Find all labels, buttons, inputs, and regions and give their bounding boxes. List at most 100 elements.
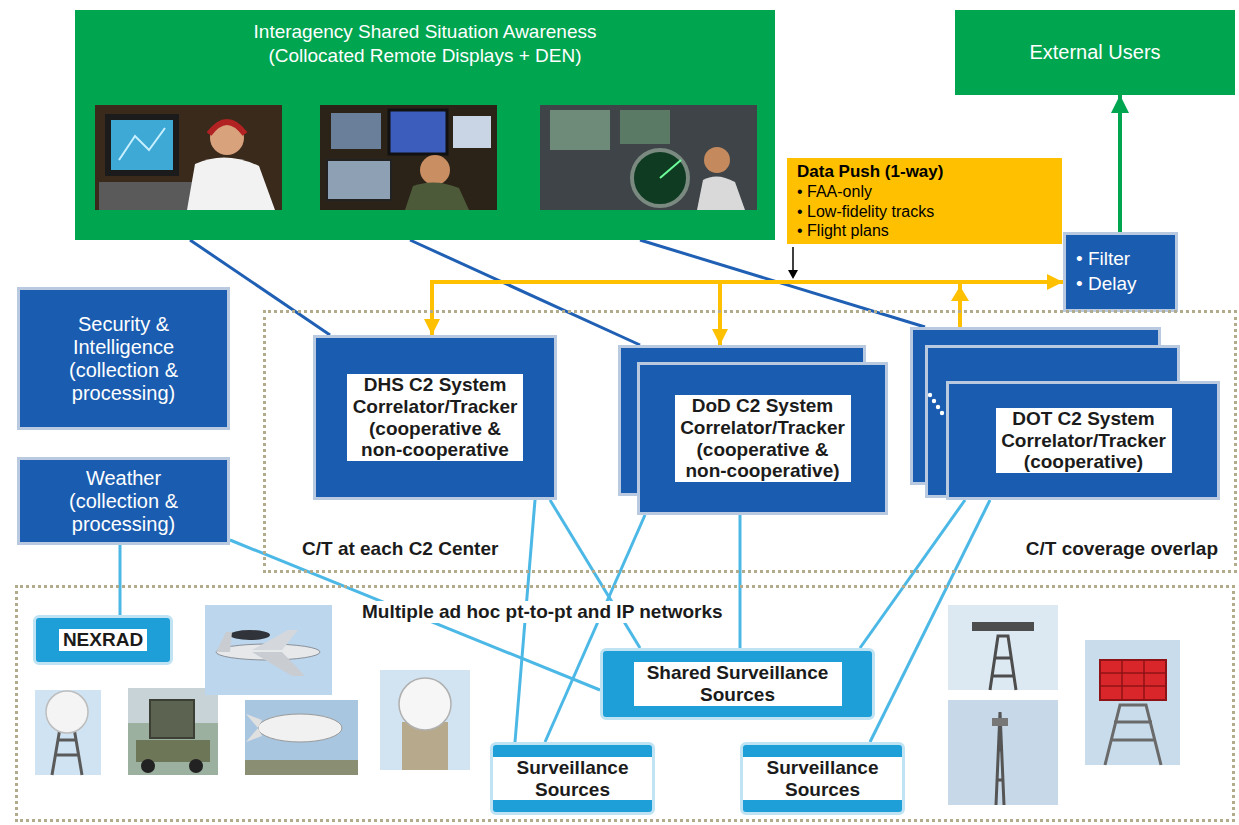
photo-ground	[320, 105, 497, 210]
connector	[432, 282, 960, 335]
connector	[739, 515, 742, 648]
node-text: Data Push (1-way)	[797, 162, 1052, 182]
monitor	[327, 160, 391, 200]
console-desk	[99, 182, 195, 210]
stack-dot	[940, 411, 944, 415]
region-band: C/T at each C2 CenterC/T coverage overla…	[263, 310, 1237, 573]
source-box: Shared Surveillance Sources	[600, 648, 875, 720]
photo-sky	[205, 605, 332, 695]
monitor	[550, 110, 610, 150]
tower-frame	[1105, 705, 1161, 765]
connector	[860, 500, 965, 648]
leader-line	[792, 247, 794, 271]
photo-sky	[948, 605, 1058, 690]
operator-head	[210, 121, 244, 155]
node-text: NEXRAD	[59, 629, 147, 651]
antenna-head	[992, 718, 1008, 726]
antenna-grid	[1100, 660, 1166, 700]
node-text: C/T at each C2 Center	[298, 538, 502, 560]
truck-body	[136, 740, 210, 762]
photo-sky	[245, 700, 358, 775]
region-band: Multiple ad hoc pt-to-pt and IP networks…	[15, 585, 1235, 822]
node-text: DHS C2 System Correlator/Tracker (cooper…	[347, 374, 523, 461]
radar-antenna	[972, 622, 1034, 631]
source-box: NEXRAD	[33, 615, 173, 665]
photo-sky	[35, 690, 101, 775]
radar-tower-photo	[948, 605, 1058, 690]
process-box: Weather (collection & processing)	[17, 457, 230, 545]
operator-uniform	[405, 182, 469, 210]
photo-ground	[128, 688, 218, 775]
console-photo	[95, 105, 282, 210]
monitor	[453, 116, 491, 148]
front-box	[948, 383, 1219, 499]
monitor	[105, 114, 179, 176]
photo-sky	[1085, 640, 1180, 765]
source-box: Surveillance Sources	[490, 742, 655, 815]
node-text: • Filter	[1076, 247, 1130, 272]
stack-dot	[936, 405, 940, 409]
photo-ground	[245, 760, 358, 775]
node-text: Surveillance Sources	[493, 757, 652, 801]
system-box: DHS C2 System Correlator/Tracker (cooper…	[313, 335, 557, 500]
screen	[111, 120, 173, 170]
aerostat-envelope	[258, 714, 342, 742]
node-text: Surveillance Sources	[743, 757, 902, 801]
operator-head	[420, 155, 450, 185]
node-text: Security & Intelligence (collection & pr…	[49, 313, 199, 405]
mast-photo	[948, 700, 1058, 805]
headset	[209, 122, 245, 134]
monitor	[389, 110, 447, 154]
awareness-panel: Interagency Shared Situation Awareness(C…	[75, 10, 775, 240]
rotodome	[230, 630, 270, 640]
node-text: External Users	[1029, 41, 1160, 64]
tower-legs	[52, 728, 82, 775]
connector	[1118, 95, 1122, 232]
radar-antenna	[1100, 660, 1166, 700]
stack-dot	[928, 393, 932, 397]
photo-ground	[540, 105, 757, 210]
aerostat-photo	[245, 700, 358, 775]
process-box: Security & Intelligence (collection & pr…	[17, 287, 230, 430]
operator-shirt	[187, 157, 275, 210]
stacked-system-box: DoD C2 System Correlator/Tracker (cooper…	[618, 345, 888, 515]
tail	[216, 632, 232, 652]
connector	[960, 282, 1063, 327]
leader-head	[788, 270, 798, 279]
mobile-radar-photo	[128, 688, 218, 775]
node-text: Weather (collection & processing)	[49, 467, 199, 536]
node-text: DoD C2 System Correlator/Tracker (cooper…	[675, 395, 851, 482]
node-text: (Collocated Remote Displays + DEN)	[268, 44, 581, 68]
monitor	[331, 113, 381, 149]
node-text: • Low-fidelity tracks	[797, 202, 1052, 221]
node-text: Interagency Shared Situation Awareness	[254, 20, 597, 44]
radome-building-photo	[380, 670, 470, 770]
console-photo	[320, 105, 497, 210]
connector	[119, 545, 122, 615]
photo-ground	[95, 105, 282, 210]
monitor	[620, 110, 670, 144]
stack-dot	[932, 399, 936, 403]
node-text: Multiple ad hoc pt-to-pt and IP networks	[358, 601, 727, 623]
node-text: • Flight plans	[797, 221, 1052, 240]
operator-head	[704, 147, 730, 173]
wing	[252, 652, 305, 676]
node-text: • FAA-only	[797, 182, 1052, 201]
photo-sky	[948, 700, 1058, 805]
red-radar-photo	[1085, 640, 1180, 765]
wheel	[189, 759, 203, 773]
data-push-leader	[788, 247, 798, 279]
console-photos	[75, 10, 775, 240]
screen-track	[119, 128, 165, 160]
scope-sweep	[660, 160, 681, 178]
console-photo	[540, 105, 757, 210]
fin	[246, 728, 262, 742]
node-text: Shared Surveillance Sources	[634, 662, 842, 706]
users-box: External Users	[955, 10, 1235, 95]
callout-box: Data Push (1-way)• FAA-only• Low-fidelit…	[787, 158, 1062, 244]
radar-scope	[632, 150, 688, 206]
photo-sky	[380, 670, 470, 770]
node-text: DOT C2 System Correlator/Tracker (cooper…	[996, 408, 1172, 474]
wheel	[141, 759, 155, 773]
